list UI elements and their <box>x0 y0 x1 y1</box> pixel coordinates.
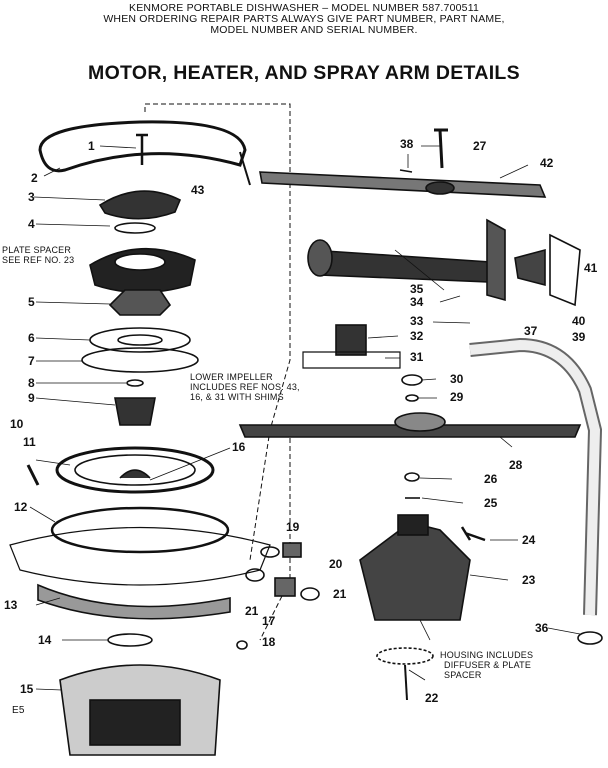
part-label-9: 9 <box>28 391 35 405</box>
impeller-note-line-2: INCLUDES REF NOS. 43, <box>190 382 300 392</box>
part-label-20: 20 <box>329 557 343 571</box>
pump-housing-diffuser <box>359 524 471 621</box>
part-label-13: 13 <box>4 598 18 612</box>
part-label-5: 5 <box>28 295 35 309</box>
header-line-1: KENMORE PORTABLE DISHWASHER – MODEL NUMB… <box>128 2 479 14</box>
assembly-dashed-line <box>144 103 291 561</box>
part-label-1: 1 <box>88 139 95 153</box>
part-label-27: 27 <box>473 139 487 153</box>
page-code: E5 <box>12 705 25 716</box>
part-label-17: 17 <box>262 614 276 628</box>
header-line-2: WHEN ORDERING REPAIR PARTS ALWAYS GIVE P… <box>103 13 505 25</box>
part-label-25: 25 <box>484 496 498 510</box>
housing-note-line-3: SPACER <box>444 670 482 680</box>
part-label-10: 10 <box>10 417 24 431</box>
part-label-28: 28 <box>509 458 523 472</box>
pump-housing <box>55 446 215 494</box>
part-label-2: 2 <box>31 171 38 185</box>
part-label-11: 11 <box>23 435 36 449</box>
screw <box>136 133 148 165</box>
part-label-29: 29 <box>450 390 464 404</box>
part-label-14: 14 <box>38 633 52 647</box>
part-label-12: 12 <box>14 500 28 514</box>
heater-element <box>38 120 247 173</box>
part-label-22: 22 <box>425 691 439 705</box>
part-label-33: 33 <box>410 314 424 328</box>
part-label-6: 6 <box>28 331 35 345</box>
part-label-40: 40 <box>572 314 586 328</box>
pump-base <box>50 506 230 554</box>
mounting-bracket <box>486 218 506 302</box>
part-label-21b: 21 <box>333 587 347 601</box>
part-label-16: 16 <box>232 440 246 454</box>
part-label-15: 15 <box>20 682 34 696</box>
impeller-note-line-3: 16, & 31 WITH SHIMS <box>190 392 284 402</box>
part-label-41: 41 <box>584 261 598 275</box>
part-label-8: 8 <box>28 376 35 390</box>
upper-spray-arm <box>259 171 547 198</box>
part-label-23: 23 <box>522 573 536 587</box>
part-label-43: 43 <box>191 183 205 197</box>
housing-note-line-1: HOUSING INCLUDES <box>440 650 534 660</box>
plate-spacer-note-line-1: PLATE SPACER <box>2 245 72 255</box>
part-label-32: 32 <box>410 329 424 343</box>
part-label-3: 3 <box>28 190 35 204</box>
part-label-42: 42 <box>540 156 554 170</box>
part-label-39: 39 <box>572 330 586 344</box>
seal <box>114 222 156 234</box>
part-label-38: 38 <box>400 137 414 151</box>
mounting-ring <box>37 583 231 620</box>
pump-cover <box>108 289 172 316</box>
part-label-30: 30 <box>450 372 464 386</box>
pump-plate <box>81 347 199 373</box>
part-label-7: 7 <box>28 354 35 368</box>
part-label-18: 18 <box>262 635 276 649</box>
feed-tube <box>308 249 491 283</box>
part-label-19: 19 <box>286 520 300 534</box>
page-title: MOTOR, HEATER, AND SPRAY ARM DETAILS <box>88 62 520 84</box>
assembly-dashed-line-2 <box>259 430 291 641</box>
part-label-24: 24 <box>522 533 536 547</box>
housing-note-line-2: DIFFUSER & PLATE <box>444 660 532 670</box>
plate-spacer-note-line-2: SEE REF NO. 23 <box>2 255 75 265</box>
part-label-4: 4 <box>28 217 35 231</box>
part-label-36: 36 <box>535 621 549 635</box>
header-line-3: MODEL NUMBER AND SERIAL NUMBER. <box>210 24 418 36</box>
part-label-26: 26 <box>484 472 498 486</box>
part-label-31: 31 <box>410 350 424 364</box>
part-label-35: 35 <box>410 282 424 296</box>
impeller-note-line-1: LOWER IMPELLER <box>190 372 273 382</box>
part-label-37: 37 <box>524 324 538 338</box>
part-label-21a: 21 <box>245 604 259 618</box>
lower-impeller <box>114 397 156 426</box>
part-label-34: 34 <box>410 295 424 309</box>
upper-impeller <box>98 190 182 220</box>
